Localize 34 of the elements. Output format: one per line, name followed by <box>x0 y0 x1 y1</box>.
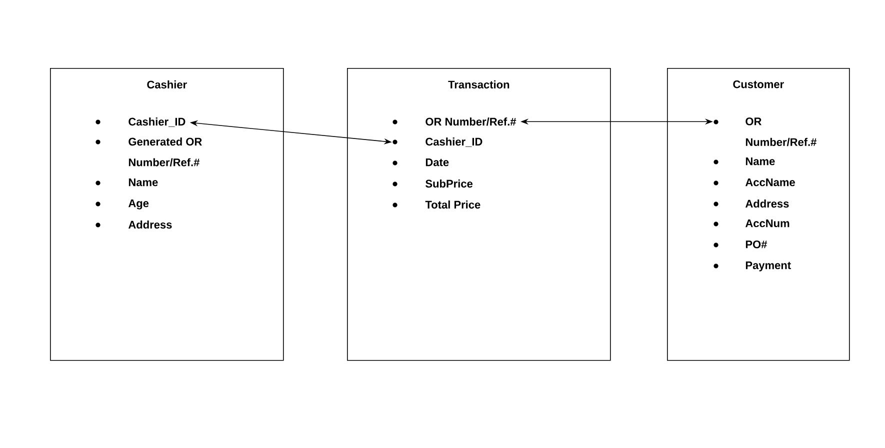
list-item: Cashier_ID <box>96 118 186 127</box>
list-item: Total Price <box>392 200 480 209</box>
node-label: Age <box>128 200 149 210</box>
node-label: AccNum <box>745 220 790 228</box>
node-label: Total Price <box>425 200 480 209</box>
list-item: Payment <box>714 262 791 272</box>
node-label: Address <box>745 200 789 208</box>
list-item: Address <box>96 220 172 229</box>
list-item: Name <box>714 158 775 166</box>
node-label: Name <box>128 178 158 186</box>
node-label: OR Number/Ref.# <box>746 118 817 146</box>
node-label: SubPrice <box>426 180 473 188</box>
list-item: Age <box>96 200 149 210</box>
node-label: Payment <box>746 262 791 272</box>
list-item: AccNum <box>714 220 790 228</box>
list-item: OR Number/Ref.# <box>714 118 817 146</box>
list-item: Date <box>392 158 449 166</box>
list-item: Generated OR Number/Ref.# <box>96 138 202 166</box>
list-item: Cashier_ID <box>392 138 482 147</box>
node-label: Date <box>426 158 449 166</box>
node-label: OR Number/Ref.# <box>426 118 516 126</box>
list-item: AccName <box>714 178 795 186</box>
node-label: Cashier_ID <box>426 138 482 147</box>
node-label: Cashier_ID <box>128 118 186 127</box>
node-label: Name <box>746 158 775 166</box>
node-label: AccName <box>745 178 795 186</box>
node-label: PO# <box>746 240 768 248</box>
list-item: PO# <box>714 240 768 248</box>
list-item: OR Number/Ref.# <box>392 118 516 126</box>
list-item: Address <box>714 200 789 208</box>
list-item: SubPrice <box>392 180 473 188</box>
list-item: Name <box>96 178 158 186</box>
node-label: Address <box>128 220 172 229</box>
node-label: Generated OR Number/Ref.# <box>128 138 202 166</box>
